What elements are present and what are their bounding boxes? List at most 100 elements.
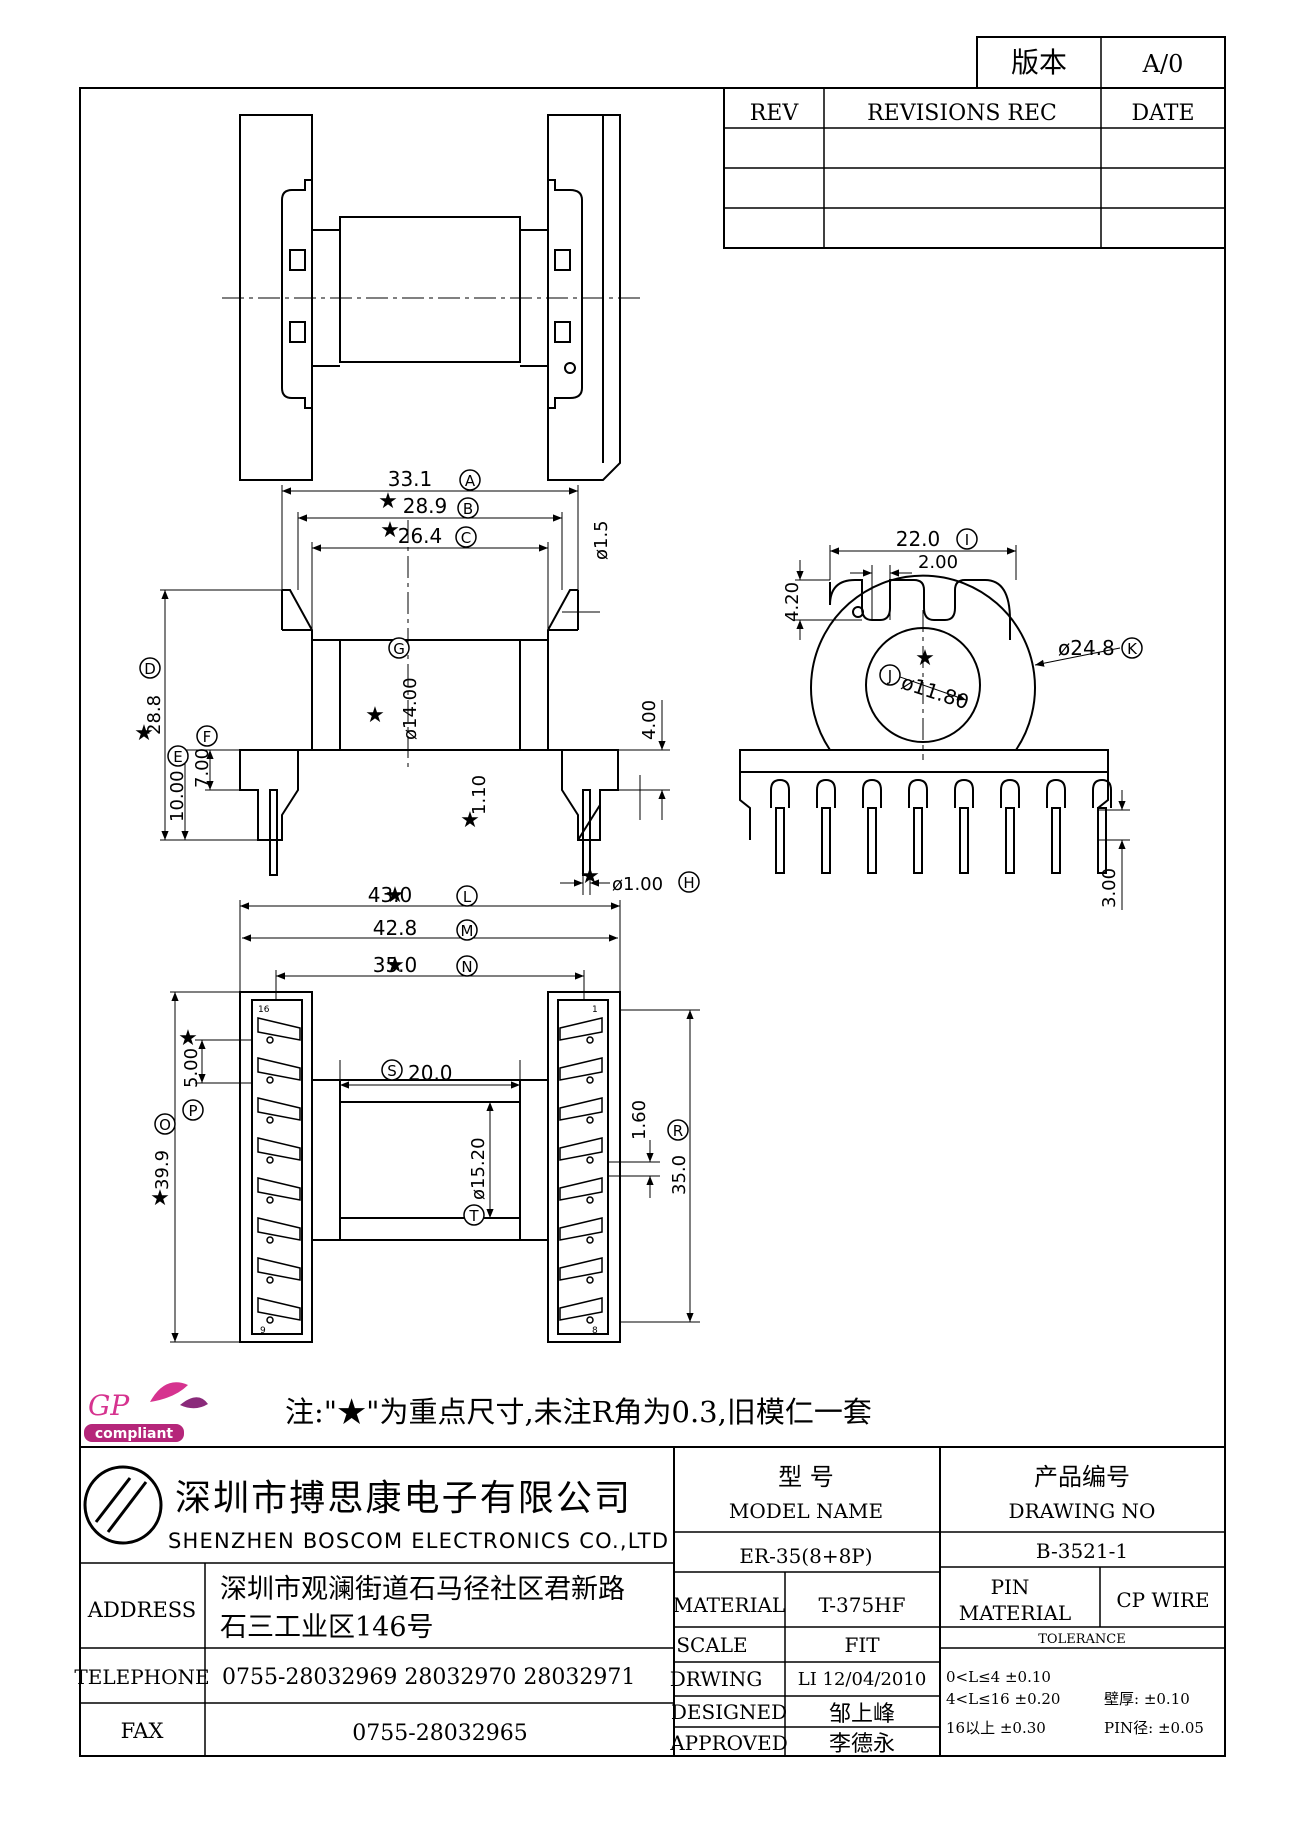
model-label-en: MODEL NAME [729, 1499, 883, 1523]
bottom-view-pin-slots [257, 1017, 603, 1324]
tolerance-title: TOLERANCE [1038, 1632, 1125, 1647]
end-pin-slot [816, 778, 836, 808]
title-block [80, 1446, 1225, 1756]
approved-label: APPROVED [669, 1731, 788, 1755]
end-pin-leg [959, 807, 969, 874]
circled-letter-n: N [456, 955, 478, 977]
circled-letter-text: L [463, 888, 472, 906]
material-label: MATERIAL [673, 1593, 785, 1617]
bottom-view-labels: 43.0 42.8 35.0 20.0 5.00 39.9 ø15.20 1.6… [152, 883, 690, 1336]
end-pin-leg [775, 807, 785, 874]
circled-letter-text: D [144, 660, 156, 678]
pin-hole-left [266, 1236, 274, 1244]
star-icon: ★ [915, 646, 935, 671]
leaf-icon-small [180, 1397, 208, 1409]
circled-letter-text: R [673, 1122, 683, 1140]
star-icon: ★ [150, 1186, 170, 1211]
telephone-value: 0755-28032969 28032970 28032971 [222, 1665, 635, 1690]
pin-hole-right [586, 1156, 594, 1164]
gp-compliant-badge: GP compliant [84, 1382, 208, 1442]
bottom-view-dimensions [170, 900, 700, 1343]
telephone-label: TELEPHONE [74, 1665, 209, 1689]
circled-letter-r: R [667, 1119, 689, 1141]
circled-letter-f: F [196, 725, 218, 747]
pin-slot-left [257, 1257, 301, 1281]
end-pin-slot [1092, 778, 1112, 808]
circled-letter-l: L [456, 885, 478, 907]
dim-1-60: 1.60 [629, 1100, 650, 1140]
pin-hole-left [266, 1276, 274, 1284]
circled-letter-text: N [461, 958, 472, 976]
circled-letter-text: C [461, 529, 471, 547]
bottom-view [239, 991, 621, 1343]
circled-letter-text: P [188, 1102, 197, 1120]
pin-hole-right [586, 1316, 594, 1324]
pin-slot-left [257, 1177, 301, 1201]
end-pin-leg [1005, 807, 1015, 874]
drwing-value: LI 12/04/2010 [798, 1669, 927, 1690]
circled-letter-d: D [139, 657, 161, 679]
pin-hole-left [266, 1076, 274, 1084]
drawing-label-cn: 产品编号 [1034, 1463, 1130, 1491]
circled-letter-text: S [387, 1062, 397, 1080]
version-label: 版本 [1011, 46, 1067, 79]
star-icon: ★ [580, 864, 600, 889]
version-value: A/0 [1142, 50, 1184, 78]
dim-o: 39.9 [152, 1150, 173, 1190]
star-icon: ★ [380, 518, 400, 543]
dim-3-00: 3.00 [1099, 868, 1120, 908]
dim-h: ø1.00 [612, 874, 663, 895]
pin-slot-right [559, 1137, 603, 1161]
pin-hole-right [586, 1116, 594, 1124]
tolerance-wall: 壁厚: ±0.10 [1104, 1690, 1190, 1708]
star-icon: ★ [460, 808, 480, 833]
circled-letter-g: G [388, 637, 410, 659]
end-pin-leg [867, 807, 877, 874]
circled-letter-text: G [393, 640, 405, 658]
dim-g: ø14.00 [400, 677, 421, 740]
circled-letter-text: H [683, 874, 694, 892]
end-pin-leg [1051, 807, 1061, 874]
pin-hole-right [586, 1196, 594, 1204]
version-box: 版本 A/0 [976, 36, 1226, 89]
dim-i: 22.0 [896, 527, 941, 551]
pin-hole-left [266, 1196, 274, 1204]
pin-slot-right [559, 1297, 603, 1321]
pin-slot-right [559, 1017, 603, 1041]
rev-header: REV [750, 101, 800, 126]
end-pin-slot [770, 778, 790, 808]
fax-label: FAX [121, 1719, 164, 1743]
dim-j: ø11.80 [898, 670, 972, 714]
compliant-text: compliant [95, 1426, 174, 1442]
star-icon: ★ [134, 721, 154, 746]
pin-9-label: 9 [260, 1326, 266, 1336]
dim-n: 35.0 [373, 953, 418, 977]
fax-value: 0755-28032965 [352, 1721, 527, 1746]
pin-hole-left [266, 1316, 274, 1324]
pin-1-label: 1 [592, 1005, 598, 1015]
circled-letter-k: K [1121, 637, 1143, 659]
pin-hole-right [586, 1236, 594, 1244]
end-view-dimensions [795, 545, 1130, 910]
drawing-label-en: DRAWING NO [1009, 1499, 1156, 1523]
dim-l: 43.0 [368, 883, 413, 907]
circled-letter-t: T [463, 1204, 485, 1226]
address-line1: 深圳市观澜街道石马径社区君新路 [220, 1574, 625, 1605]
scale-value: FIT [844, 1633, 880, 1657]
star-icon: ★ [385, 953, 405, 978]
dim-c: 26.4 [398, 524, 443, 548]
gp-logo-text: GP [88, 1389, 130, 1422]
pin-material-line1: PIN [991, 1575, 1030, 1599]
star-icon: ★ [178, 1026, 198, 1051]
address-label: ADDRESS [87, 1598, 196, 1622]
model-label-cn: 型 号 [778, 1463, 834, 1491]
end-view-pins [770, 778, 1112, 874]
dim-4-00: 4.00 [639, 700, 660, 740]
end-pin-slot [862, 778, 882, 808]
dim-a: 33.1 [388, 467, 433, 491]
circled-letter-o: O [154, 1113, 176, 1135]
pin-hole-right [586, 1036, 594, 1044]
circled-letter-text: B [463, 500, 473, 518]
circled-letter-text: A [465, 472, 476, 490]
boscom-logo-icon [83, 1465, 163, 1545]
